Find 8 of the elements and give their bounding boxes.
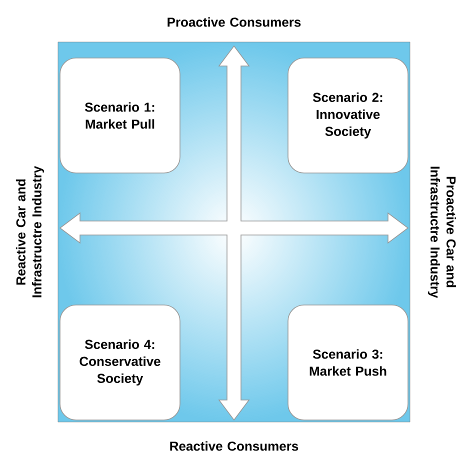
axis-label: Proactive Consumers: [168, 17, 301, 27]
scenario-box: Scenario 1: Market Pull: [60, 58, 180, 174]
scenario-box: Scenario 4: Conservative Society: [60, 304, 180, 420]
axis-label: Reactive Consumers: [170, 441, 298, 451]
axis-label: Proactive Car and Infrastructre Industry: [428, 166, 456, 298]
scenario-box: Scenario 3: Market Push: [288, 304, 408, 420]
axis-label: Reactive Car and Infrastructre Industry: [16, 166, 44, 298]
scenario-box: Scenario 2: Innovative Society: [288, 58, 408, 174]
